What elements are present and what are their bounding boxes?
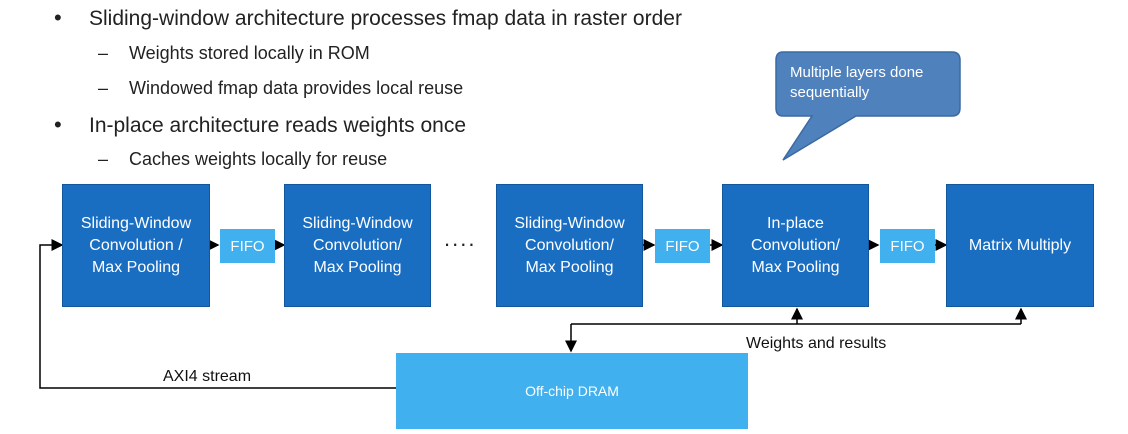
bullet-1: Sliding-window architecture processes fm… — [89, 7, 682, 30]
sliding-window-block-1: Sliding-Window Convolution / Max Pooling — [62, 184, 210, 307]
in-place-block: In-place Convolution/ Max Pooling — [722, 184, 869, 307]
sub-bullet-2-1: Caches weights locally for reuse — [129, 149, 388, 169]
sliding-window-block-3: Sliding-Window Convolution/ Max Pooling — [496, 184, 643, 307]
ellipsis: .... — [444, 226, 477, 251]
bullet-2: In-place architecture reads weights once — [89, 114, 467, 137]
fifo-2: FIFO — [655, 229, 710, 263]
sub-bullet-2-1-marker: – — [98, 149, 109, 169]
bullet-2-marker: • — [54, 112, 62, 137]
sub-bullet-1-2-marker: – — [98, 78, 109, 98]
sub-bullet-1-2: Windowed fmap data provides local reuse — [129, 78, 464, 98]
axi4-stream-path — [39, 239, 396, 389]
sub-bullet-1-1: Weights stored locally in ROM — [129, 43, 370, 63]
off-chip-dram: Off-chip DRAM — [396, 353, 748, 429]
axi4-stream-label: AXI4 stream — [163, 368, 252, 385]
matrix-multiply-block: Matrix Multiply — [946, 184, 1094, 307]
callout-bubble — [775, 51, 961, 161]
fifo-1: FIFO — [220, 229, 275, 263]
fifo-3: FIFO — [880, 229, 935, 263]
callout-text: Multiple layers done sequentially — [790, 64, 924, 101]
sub-bullet-1-1-marker: – — [98, 43, 109, 63]
sliding-window-block-2: Sliding-Window Convolution/ Max Pooling — [284, 184, 431, 307]
bullet-1-marker: • — [54, 5, 62, 30]
weights-results-label: Weights and results — [746, 335, 887, 352]
